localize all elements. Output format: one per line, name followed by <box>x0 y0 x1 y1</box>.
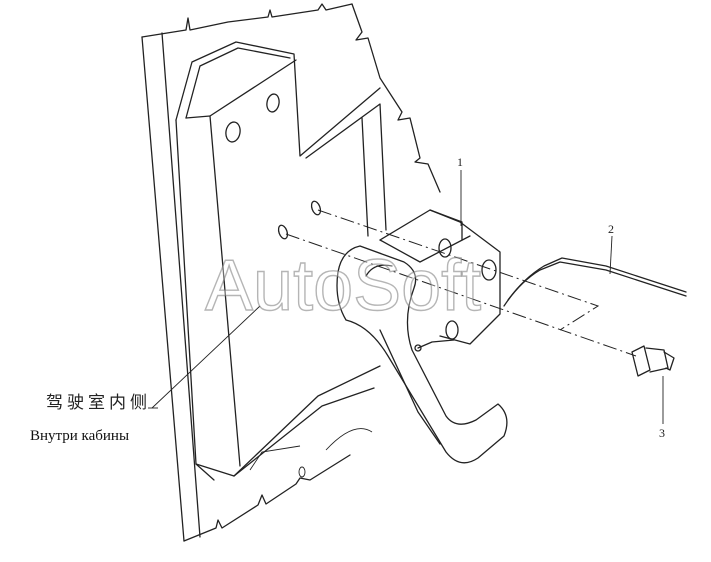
cab-wall-panel <box>141 3 441 542</box>
pedal-bracket-part-1 <box>336 209 508 464</box>
switch-part-3 <box>631 345 675 377</box>
label-inside-cab-russian: Внутри кабины <box>30 428 129 444</box>
leader-lines <box>148 170 664 424</box>
watermark-text: AutoSoft <box>205 246 481 326</box>
label-inside-cab-chinese: 驾驶室内侧 <box>46 393 151 413</box>
callout-3: 3 <box>659 426 665 440</box>
callout-1: 1 <box>457 155 463 169</box>
cable-part-2 <box>503 257 687 307</box>
assembly-center-lines <box>285 209 637 357</box>
callout-2: 2 <box>608 222 614 236</box>
